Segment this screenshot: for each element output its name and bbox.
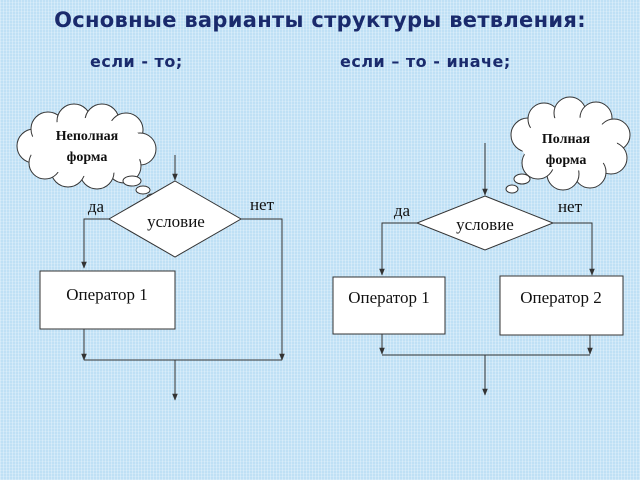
yes-label: да: [88, 197, 105, 216]
no-label: нет: [250, 195, 275, 214]
subtitle-if-then-else: если – то - иначе;: [340, 52, 511, 71]
cloud-right-line2: форма: [546, 153, 587, 168]
no-branch-line: [553, 222, 595, 276]
condition-diamond: [107, 180, 243, 258]
operator1-box: [39, 270, 176, 330]
condition-diamond: [415, 195, 555, 251]
subtitle-if-then: если - то;: [90, 52, 183, 71]
yes-branch-line: [379, 222, 417, 276]
operator1-box: [332, 276, 446, 335]
flowchart-if-then-else: условие да нет Оператор 1 Оператор 2: [332, 143, 624, 396]
operator1-label: Оператор 1: [66, 285, 147, 304]
condition-label: условие: [147, 212, 205, 231]
cloud-left-line2: форма: [67, 150, 108, 165]
operator2-box: [499, 275, 624, 336]
no-label: нет: [558, 197, 583, 216]
no-branch-line: [241, 218, 285, 361]
yes-label: да: [394, 201, 411, 220]
cloud-complete-form: Полная форма: [505, 96, 631, 194]
slide-title: Основные варианты структуры ветвления:: [54, 8, 586, 32]
yes-branch-line: [81, 218, 109, 269]
cloud-incomplete-form: Неполная форма: [16, 103, 158, 201]
cloud-right-line1: Полная: [542, 132, 591, 147]
operator2-label: Оператор 2: [520, 288, 601, 307]
cloud-left-line1: Неполная: [56, 129, 119, 144]
condition-label: условие: [456, 215, 514, 234]
operator1-label: Оператор 1: [348, 288, 429, 307]
flowchart-if-then: условие да нет Оператор 1: [39, 155, 285, 401]
